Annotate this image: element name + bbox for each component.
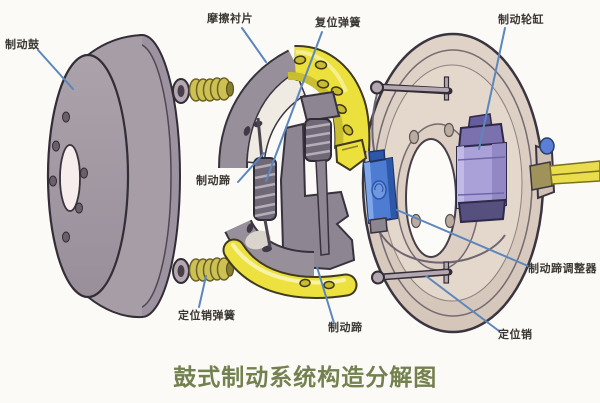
- leader-lines: [37, 27, 529, 332]
- shoe-rivet-holes-upper: [293, 55, 354, 136]
- drum-lug-holes: [49, 111, 88, 243]
- adjuster-cable-lower: [378, 230, 506, 264]
- adjuster-part: [362, 149, 399, 234]
- diagram-title: 鼓式制动系统构造分解图: [173, 364, 438, 390]
- shoe-rivet-holes-lower: [299, 278, 335, 290]
- drum-center-hole: [59, 144, 81, 212]
- pin-spring-assembly-top: [172, 77, 235, 104]
- locating-pin-top: [370, 76, 453, 101]
- leader-brake-shoe-lower: [316, 266, 335, 324]
- label-friction-lining: 摩擦衬片: [207, 13, 253, 25]
- leader-locating-pin: [425, 275, 500, 332]
- label-brake-drum: 制动鼓: [5, 39, 40, 51]
- friction-lining-lower: [226, 219, 315, 279]
- label-pin-spring: 定位销弹簧: [178, 310, 236, 322]
- leader-return-spring: [265, 31, 323, 182]
- return-spring-right: [304, 118, 332, 256]
- brake-line-part: [529, 137, 600, 200]
- leader-brake-shoe-upper: [237, 152, 265, 183]
- backing-plate-part: [361, 32, 600, 334]
- label-adjuster: 制动蹄调整器: [528, 263, 597, 275]
- label-brake-shoe-upper: 制动蹄: [196, 175, 231, 187]
- leader-wheel-cylinder: [478, 27, 506, 150]
- leader-friction-lining: [241, 27, 267, 63]
- leader-adjuster: [396, 209, 529, 267]
- wheel-cylinder-part: [456, 113, 507, 224]
- leader-pin-spring: [198, 275, 207, 308]
- brake-drum-part: [46, 34, 181, 319]
- friction-lining-upper: [220, 51, 302, 169]
- pin-spring-assembly-bottom: [172, 257, 235, 284]
- label-wheel-cylinder: 制动轮缸: [498, 14, 544, 26]
- label-brake-shoe-lower: 制动蹄: [328, 322, 363, 334]
- plate-center-hole: [405, 138, 457, 258]
- locating-pin-bottom: [371, 261, 453, 285]
- bleeder-valve: [539, 137, 555, 155]
- label-return-spring: 复位弹簧: [315, 17, 361, 29]
- leader-brake-drum: [37, 49, 74, 90]
- label-locating-pin: 定位销: [498, 329, 533, 341]
- return-spring-left: [253, 117, 277, 248]
